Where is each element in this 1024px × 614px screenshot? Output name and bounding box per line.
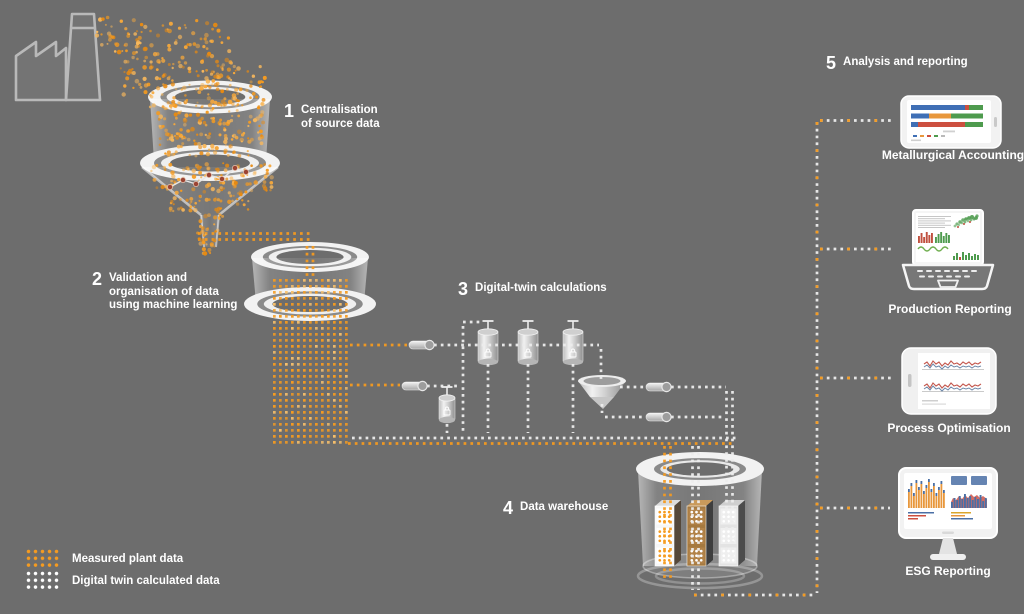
measured-data-scatter: [94, 15, 274, 256]
legend-measured-label: Measured plant data: [72, 552, 184, 565]
device-label-production-reporting: Production Reporting: [888, 302, 1012, 316]
process-shapes: [14, 12, 764, 590]
step-1-text: Centralisation of source data: [301, 104, 380, 130]
step-5-number: 5: [826, 53, 837, 73]
dashboard-thumbnail: [917, 214, 979, 260]
step-2-text: Validation and organisation of data usin…: [109, 272, 238, 311]
pipe-icons: [401, 339, 672, 423]
line-charts-thumbnail: [922, 360, 984, 405]
dotted-flow-lines: [198, 119, 894, 597]
step-5-text: Analysis and reporting: [843, 56, 968, 68]
device-label-process-optimisation: Process Optimisation: [887, 421, 1011, 435]
monitor-esg-reporting-icon: [898, 467, 998, 560]
organised-data-dot-grid: [273, 279, 348, 444]
laptop-production-reporting-icon: [901, 209, 995, 291]
step-3-text: Digital-twin calculations: [475, 282, 607, 294]
tablet-metallurgical-accounting-icon: [900, 95, 1002, 149]
digital-twin-plant-icons: [438, 320, 584, 424]
legend-measured-plant-data: Measured plant data: [26, 549, 183, 568]
data-warehouse-icon: [636, 452, 764, 590]
step-3-label: 3 Digital-twin calculations: [458, 280, 607, 298]
step-2-label: 2 Validation and organisation of data us…: [92, 270, 237, 313]
orange-dots-swatch: [26, 549, 59, 568]
step-4-number: 4: [503, 498, 514, 518]
funnel-mini-trend-chart: [167, 165, 249, 190]
stacked-bar-chart-thumbnail: [911, 105, 983, 142]
reporting-device-icons: [898, 95, 1002, 560]
step-1-number: 1: [284, 101, 295, 121]
step-1-label: 1 Centralisation of source data: [284, 102, 380, 131]
step-3-number: 3: [458, 279, 469, 299]
esg-charts-thumbnail: [908, 476, 987, 520]
step-4-label: 4 Data warehouse: [503, 499, 608, 517]
legend-digital-twin-data: Digital twin calculated data: [26, 571, 220, 590]
tablet-process-optimisation-icon: [901, 347, 997, 415]
step-4-text: Data warehouse: [520, 501, 609, 513]
step-2-number: 2: [92, 269, 103, 289]
legend-digital-twin-label: Digital twin calculated data: [72, 574, 220, 587]
device-label-metallurgical-accounting: Metallurgical Accounting: [881, 148, 1024, 162]
device-label-esg-reporting: ESG Reporting: [905, 564, 991, 578]
thickener-icon: [578, 375, 626, 409]
white-dots-swatch: [26, 571, 59, 590]
step-5-label: 5 Analysis and reporting: [826, 54, 968, 72]
keyboard-keys: [917, 270, 977, 278]
factory-icon: [14, 12, 102, 102]
